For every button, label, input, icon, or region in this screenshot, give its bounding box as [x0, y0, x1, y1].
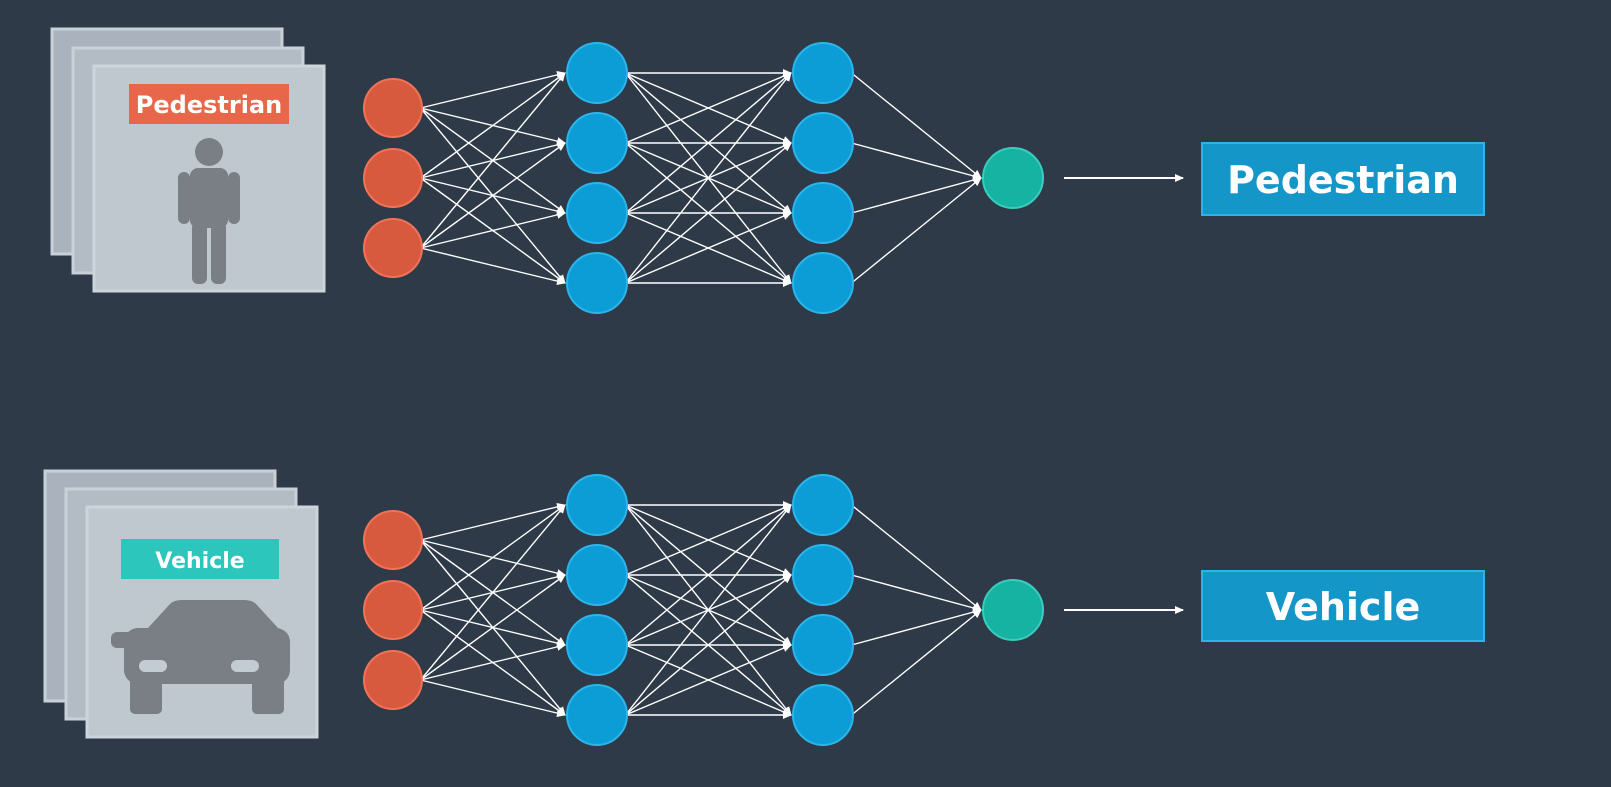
result-label: Pedestrian — [1227, 158, 1459, 202]
hidden-node — [792, 614, 854, 676]
network-edge — [420, 574, 566, 681]
input-node — [363, 650, 423, 710]
network-edge — [625, 212, 792, 284]
result-box-vehicle: Vehicle — [1201, 570, 1485, 642]
network-edge — [420, 679, 566, 718]
input-node — [363, 510, 423, 570]
network-edge — [624, 72, 792, 284]
network-edge — [420, 247, 566, 286]
row-vehicle: Vehicle Vehicle — [43, 469, 1485, 746]
image-tag-label: Pedestrian — [136, 91, 282, 119]
image-stack-pedestrian: Pedestrian — [50, 27, 326, 293]
hidden-node — [566, 684, 628, 746]
input-node — [363, 218, 423, 278]
edges — [420, 69, 982, 287]
network-edge — [625, 72, 792, 214]
network-edge — [851, 608, 982, 646]
hidden-node — [792, 42, 854, 104]
hidden-node — [566, 544, 628, 606]
image-tag-bg — [121, 539, 279, 579]
network-edge — [851, 609, 982, 716]
network-edge — [625, 504, 792, 646]
hidden-node — [566, 252, 628, 314]
hidden-node — [792, 544, 854, 606]
network-edge — [625, 504, 792, 576]
hidden-node — [792, 684, 854, 746]
network-edge — [851, 504, 982, 611]
network-edge — [420, 70, 566, 109]
hidden-node — [566, 182, 628, 244]
hidden-node — [792, 182, 854, 244]
input-node — [363, 78, 423, 138]
network-edge — [851, 176, 982, 214]
hidden-node — [792, 112, 854, 174]
network-edge — [420, 210, 566, 249]
network-edge — [420, 504, 566, 611]
input-node — [363, 148, 423, 208]
image-tag-label: Vehicle — [155, 549, 244, 574]
result-label: Vehicle — [1266, 585, 1421, 629]
pedestrian-icon — [178, 138, 240, 284]
hidden-node — [566, 42, 628, 104]
network-edge — [851, 142, 982, 180]
row-pedestrian: Pedestrian Pedestrian — [50, 27, 1485, 314]
output-node — [982, 579, 1044, 641]
hidden-node — [566, 614, 628, 676]
network-edge — [625, 142, 792, 284]
output-node — [982, 147, 1044, 209]
image-stack-vehicle: Vehicle — [43, 469, 319, 739]
network-edge — [851, 177, 982, 284]
network-edge — [420, 72, 566, 179]
hidden-node — [566, 474, 628, 536]
result-box-pedestrian: Pedestrian — [1201, 142, 1485, 216]
hidden-node — [792, 252, 854, 314]
network-edge — [420, 504, 566, 681]
network-edge — [420, 72, 566, 249]
edges — [420, 501, 982, 719]
neural-network-pedestrian — [363, 42, 1044, 314]
network-edge — [420, 502, 566, 541]
network-edge — [851, 574, 982, 612]
network-edge — [625, 644, 792, 716]
image-tag-bg — [129, 84, 289, 124]
car-icon — [111, 600, 290, 714]
network-edge — [624, 504, 792, 716]
hidden-node — [792, 474, 854, 536]
network-edge — [625, 72, 792, 144]
network-edge — [851, 72, 982, 179]
network-edge — [420, 142, 566, 249]
input-node — [363, 580, 423, 640]
network-edge — [625, 574, 792, 716]
hidden-node — [566, 112, 628, 174]
neural-network-vehicle — [363, 474, 1044, 746]
network-edge — [420, 642, 566, 681]
